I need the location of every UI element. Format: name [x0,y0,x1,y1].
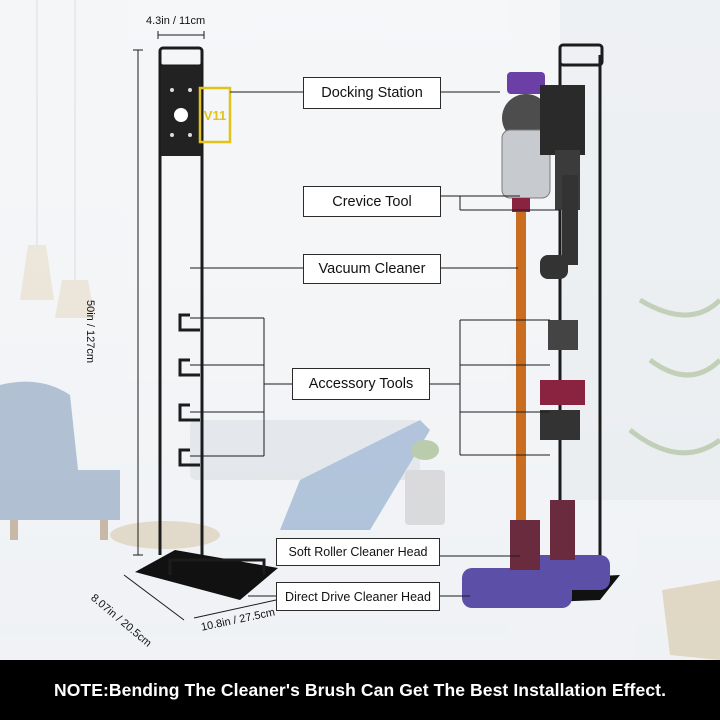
label-crevice-tool: Crevice Tool [303,186,441,217]
note-text: NOTE:Bending The Cleaner's Brush Can Get… [53,679,667,700]
product-scene: V11 [0,0,720,660]
note-bar: NOTE:Bending The Cleaner's Brush Can Get… [0,660,720,720]
label-soft-roller-cleaner-head: Soft Roller Cleaner Head [276,538,440,566]
vacuum-on-stand [462,43,620,608]
dimension-lines [123,31,277,621]
model-tag: V11 [204,108,226,123]
callout-lines [190,91,560,597]
dimension-width-top: 4.3in / 11cm [146,15,206,27]
label-accessory-tools: Accessory Tools [292,368,430,400]
dimension-height: 50in / 127cm [84,300,96,363]
stand-diagram: V11 [135,46,278,600]
label-docking-station: Docking Station [303,77,441,109]
label-vacuum-cleaner: Vacuum Cleaner [303,254,441,284]
label-direct-drive-cleaner-head: Direct Drive Cleaner Head [276,582,440,611]
